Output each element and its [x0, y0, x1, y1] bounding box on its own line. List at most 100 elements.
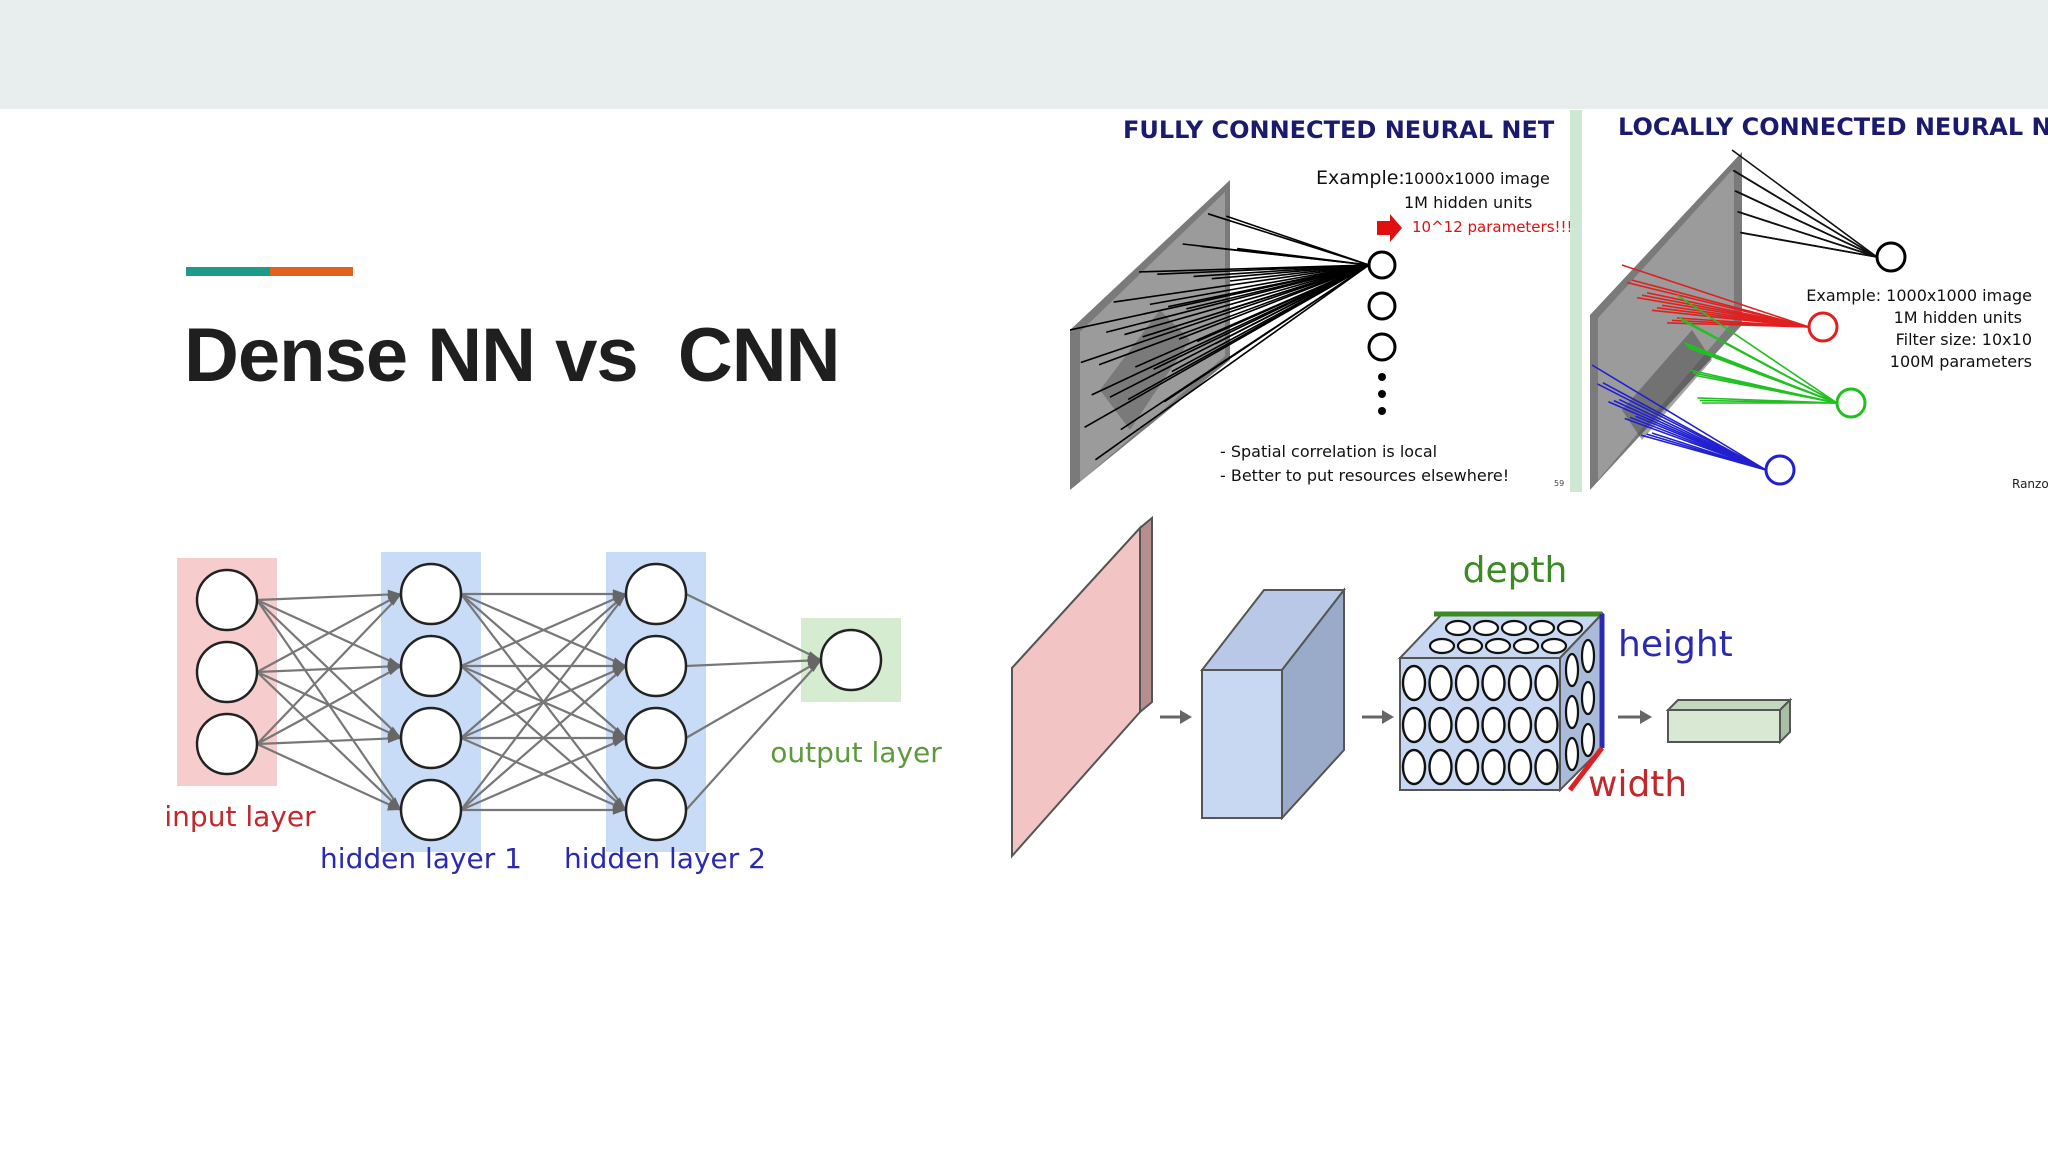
fc-connection-line [1226, 215, 1370, 266]
lc-connection-line [1661, 304, 1810, 328]
lc-connection-line [1618, 398, 1767, 471]
fc-connection-line [1178, 264, 1370, 340]
connection-edge [256, 592, 402, 602]
lc-example-line-1: Example: 1000x1000 image [1806, 286, 2032, 305]
hidden-unit-node [1367, 291, 1397, 321]
neuron-node [399, 706, 463, 770]
fc-example-line-1: 1000x1000 image [1404, 169, 1550, 188]
hidden-unit-node [1367, 250, 1397, 280]
fully-connected-title: FULLY CONNECTED NEURAL NET [1123, 116, 1555, 144]
fc-page-number: 59 [1554, 479, 1564, 488]
depth-label: depth [1463, 550, 1568, 591]
lc-connections [1591, 149, 1878, 471]
fc-connection-line [1124, 264, 1370, 336]
fc-connection-line [1229, 264, 1370, 282]
fc-connection-line [1215, 264, 1370, 345]
fc-note-1: - Spatial correlation is local [1220, 442, 1437, 461]
neuron-node [819, 628, 883, 692]
connection-edge [685, 658, 822, 668]
volume-neuron [1484, 637, 1512, 655]
fc-connections [1070, 213, 1370, 461]
neuron-node [399, 778, 463, 842]
lc-connection-line [1635, 415, 1767, 471]
volume-neuron [1428, 748, 1453, 786]
lc-connection-line [1676, 294, 1838, 404]
volume-neuron [1534, 664, 1559, 702]
cnn-volume-diagram: depth height width [1011, 515, 1793, 859]
volume-neuron [1500, 619, 1528, 637]
volume-neuron [1444, 619, 1472, 637]
neuron-node [399, 562, 463, 626]
volume-neuron [1556, 619, 1584, 637]
arrowhead [387, 594, 401, 606]
local-unit-node-black [1875, 241, 1907, 273]
output-volume-box [1665, 697, 1793, 745]
local-unit-node-red [1807, 311, 1839, 343]
lc-connection-line [1602, 382, 1767, 471]
arrowhead [613, 594, 626, 607]
width-edge [1568, 746, 1604, 792]
fc-connection-line [1113, 264, 1370, 303]
volume-neuron [1580, 680, 1596, 716]
lc-connection-line [1695, 374, 1838, 404]
neuron-node [195, 640, 259, 704]
locally-connected-panel: LOCALLY CONNECTED NEURAL NET Example: 10… [1582, 110, 2048, 492]
fc-note-2: - Better to put resources elsewhere! [1220, 466, 1509, 485]
volume-neuron [1454, 748, 1480, 786]
hidden-unit-node [1367, 332, 1397, 362]
fc-example-label: Example: [1316, 167, 1405, 189]
neuron-node [624, 562, 688, 626]
neuron-node [624, 634, 688, 698]
lc-connection-line [1591, 364, 1767, 471]
volume-neuron [1507, 748, 1533, 786]
volume-neuron [1472, 619, 1500, 637]
volume-neuron [1428, 706, 1453, 744]
ellipsis-dot [1378, 373, 1386, 381]
title-accent-teal [186, 267, 270, 276]
fc-connection-line [1094, 264, 1370, 461]
volume-neuron [1454, 706, 1480, 744]
connection-edge [460, 736, 627, 812]
volume-neuron [1512, 637, 1540, 655]
lc-connection-line [1676, 317, 1810, 328]
volume-neuron [1540, 637, 1568, 655]
fc-connection-line [1186, 264, 1370, 310]
arrow-right-icon [1362, 710, 1394, 724]
volume-neuron [1507, 706, 1533, 744]
neuron-volume [1397, 611, 1605, 793]
fc-connection-line [1153, 264, 1370, 370]
lc-connection-line [1731, 149, 1878, 258]
fc-connection-line [1222, 264, 1370, 312]
volume-neuron [1580, 638, 1596, 674]
arrowhead [387, 666, 401, 676]
hidden-layer-2-label: hidden layer 2 [564, 842, 766, 875]
volume-neuron [1456, 637, 1484, 655]
volume-neuron [1580, 722, 1596, 758]
volume-neuron [1428, 637, 1456, 655]
local-unit-node-green [1835, 387, 1867, 419]
slide-title: Dense NN vs CNN [184, 313, 841, 398]
lc-connection-line [1736, 190, 1878, 258]
fully-connected-panel: FULLY CONNECTED NEURAL NET Example: 1000… [1070, 110, 1570, 492]
height-label: height [1618, 624, 1733, 665]
lc-example-line-4: 100M parameters [1890, 352, 2032, 371]
fc-connection-line [1237, 247, 1370, 266]
volume-neuron [1481, 706, 1506, 744]
conv-volume-cube [1199, 587, 1347, 821]
header-band [0, 0, 2048, 109]
connection-edge [460, 593, 627, 739]
input-volume-slab [1011, 515, 1153, 859]
lc-connection-line [1733, 169, 1878, 258]
volume-neuron [1534, 748, 1559, 786]
connection-edge [460, 592, 627, 668]
fc-connection-line [1149, 264, 1370, 306]
connection-edge [460, 593, 627, 811]
volume-neuron [1481, 664, 1506, 702]
connection-edge [256, 665, 402, 745]
volume-neuron [1428, 664, 1453, 702]
arrowhead [387, 801, 401, 811]
connection-edge [685, 659, 822, 739]
lc-connection-line [1681, 319, 1838, 404]
hidden-layer-1-label: hidden layer 1 [320, 842, 522, 875]
fc-connection-line [1167, 264, 1370, 308]
